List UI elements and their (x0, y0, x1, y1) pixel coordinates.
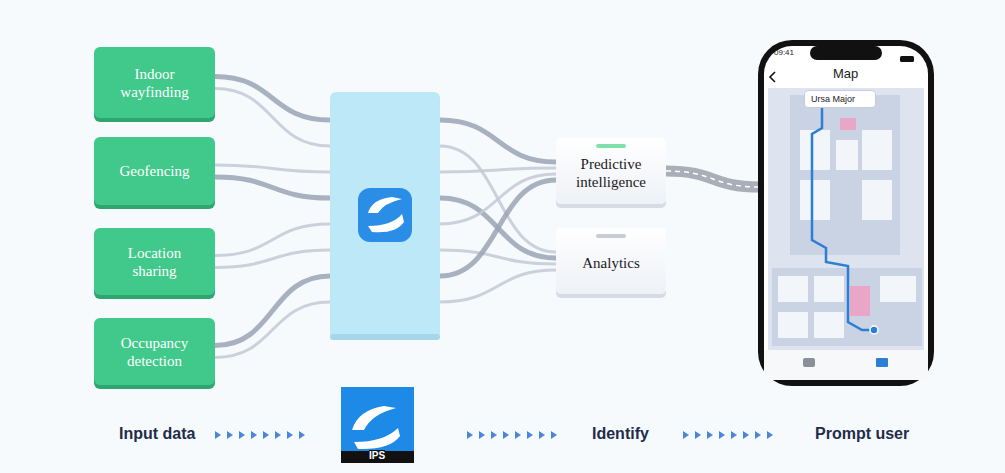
hub-panel (330, 92, 440, 340)
stage-label: Prompt user (815, 425, 909, 443)
arrow-dot (467, 431, 473, 439)
hub-shadow (330, 334, 440, 340)
arrow-dot (719, 431, 725, 439)
arrow-dot (767, 431, 773, 439)
arrow-dot (299, 431, 305, 439)
output-box: Analytics (556, 228, 666, 294)
arrow-dot (503, 431, 509, 439)
road-marking (666, 171, 760, 187)
arrow-dot (551, 431, 557, 439)
node-text: Ursa Major (804, 90, 876, 108)
input-box: Occupancy detection (94, 318, 215, 385)
stage-label: Input data (119, 425, 195, 443)
arrow-dot (263, 431, 269, 439)
hub-icon-mark (368, 214, 404, 232)
status-bar (596, 234, 626, 238)
arrow-dot (287, 431, 293, 439)
arrow-dot (683, 431, 689, 439)
arrow-dot (239, 431, 245, 439)
hub-icon-mark (368, 197, 402, 213)
arrow-dot (479, 431, 485, 439)
node-text: Geofencing (120, 162, 190, 180)
node-text: Analytics (582, 254, 640, 272)
flow-connector (666, 171, 760, 187)
arrow-dot (539, 431, 545, 439)
arrow-dot (215, 431, 221, 439)
ips-icon (341, 387, 414, 463)
arrow-dot (491, 431, 497, 439)
arrow-dot (227, 431, 233, 439)
hub-icon (358, 188, 412, 242)
node-text: Map (833, 66, 858, 81)
arrow-dot (707, 431, 713, 439)
phone-screen: 09:41MapUrsa Major (760, 40, 932, 386)
arrow-dot (251, 431, 257, 439)
stage-label: Identify (592, 425, 649, 443)
arrow-dot (527, 431, 533, 439)
arrow-dot (755, 431, 761, 439)
node-text: 09:41 (774, 48, 794, 57)
arrow-dot (275, 431, 281, 439)
arrow-dot (515, 431, 521, 439)
node-text: Occupancy detection (104, 334, 205, 370)
node-text: Predictive intelligence (566, 155, 656, 191)
icon-label: IPS (369, 450, 385, 462)
arrow-dot (731, 431, 737, 439)
input-box: Indoor wayfinding (94, 47, 215, 118)
input-box: Location sharing (94, 228, 215, 295)
arrow-dot (743, 431, 749, 439)
node-text: Indoor wayfinding (104, 65, 205, 101)
status-bar (596, 144, 626, 148)
node-text: Location sharing (104, 244, 205, 280)
input-box: Geofencing (94, 137, 215, 205)
dotted-arrow (215, 431, 773, 439)
arrow-dot (695, 431, 701, 439)
phone-illustration (758, 40, 934, 386)
output-box: Predictive intelligence (556, 138, 666, 204)
